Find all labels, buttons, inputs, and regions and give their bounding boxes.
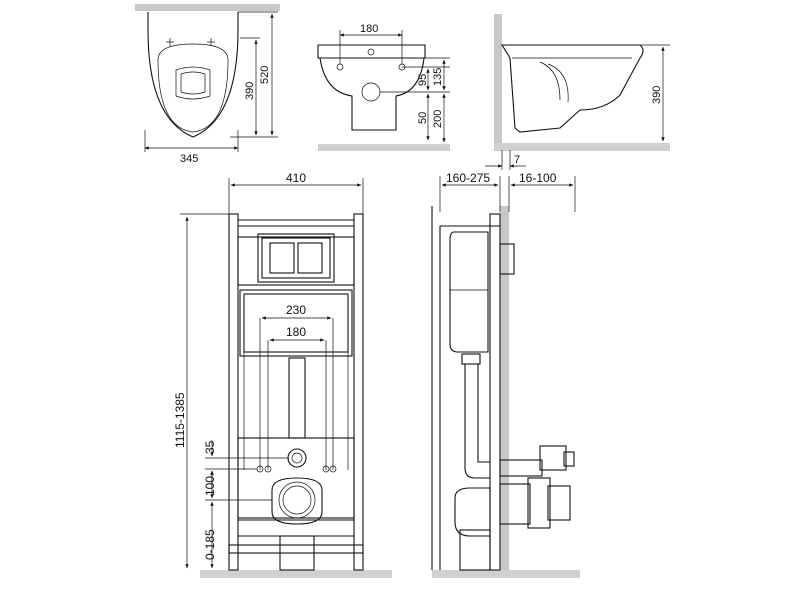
dim-bowl-depth: 390 [244, 82, 256, 100]
dim-front-hole-spacing: 180 [360, 23, 378, 35]
dim-wall-gap: 7 [514, 154, 520, 166]
dim-depth-behind: 160-275 [446, 171, 490, 185]
bowl-side-view: 390 7 [485, 14, 670, 170]
dim-front-inner: 95 [417, 74, 429, 86]
dim-bowl-width: 345 [180, 153, 198, 165]
frame-side-view: 160-275 16-100 [431, 171, 580, 578]
dim-outlet-height: 0-185 [203, 529, 217, 560]
bowl-front-view: 180 95 135 50 200 [317, 23, 450, 151]
dim-bolt-to-outlet: 100 [203, 476, 217, 496]
bowl-bolt-marks [166, 38, 215, 46]
actuator-connection [287, 448, 307, 468]
dim-depth-front: 16-100 [519, 171, 557, 185]
dim-bolt-spacing: 180 [286, 325, 306, 339]
dim-frame-width: 410 [286, 171, 306, 185]
dim-bolt-offset: 35 [203, 440, 217, 454]
dim-front-small: 50 [417, 112, 429, 124]
bowl-top-view: 345 390 520 [135, 4, 280, 165]
drain-outlet [271, 477, 323, 525]
frame-front-view: 410 230 180 [173, 171, 392, 578]
dim-bowl-length: 520 [259, 66, 271, 84]
dim-frame-height: 1115-1385 [173, 392, 187, 448]
dim-front-lower: 200 [432, 110, 444, 128]
flush-plate[interactable] [269, 242, 323, 274]
dim-side-height: 390 [651, 86, 663, 104]
dim-front-upper: 135 [432, 68, 444, 86]
dim-plate-width: 230 [286, 303, 306, 317]
